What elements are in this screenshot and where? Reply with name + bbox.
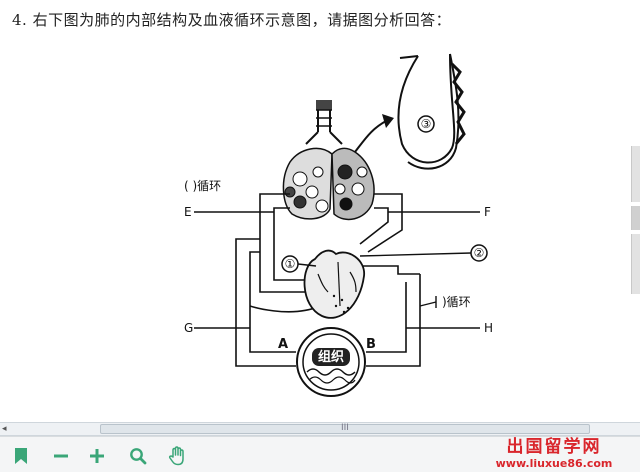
label-E: E [184, 205, 192, 219]
label-H: H [484, 321, 493, 335]
heart [303, 249, 365, 319]
side-panel-handle[interactable] [631, 206, 640, 230]
scrollbar-thumb[interactable]: III [100, 423, 590, 434]
watermark-url: www.liuxue86.com [495, 457, 613, 470]
side-panel-tab[interactable] [631, 146, 640, 202]
tissue-capillaries [296, 327, 366, 397]
site-watermark: 出国留学网 www.liuxue86.com [480, 437, 628, 470]
watermark-title: 出国留学网 [506, 437, 602, 457]
label-B: B [366, 337, 376, 352]
bookmark-button[interactable] [10, 445, 32, 467]
zoom-out-button[interactable] [50, 445, 72, 467]
question-text: 4. 右下图为肺的内部结构及血液循环示意图，请据图分析回答： [12, 11, 452, 29]
label-A: A [278, 337, 288, 352]
scroll-left-icon[interactable]: ◂ [2, 424, 7, 434]
label-G: G [184, 321, 193, 335]
label-circ-right: )循环 [442, 295, 471, 309]
bookmark-icon [15, 448, 27, 464]
scrollbar-grip-icon: III [341, 423, 349, 433]
search-button[interactable] [127, 445, 149, 467]
lung-circulation-diagram: ③ [150, 44, 530, 404]
label-tissue: 组织 [318, 349, 344, 365]
zoom-in-button[interactable] [86, 445, 108, 467]
search-icon [130, 448, 147, 465]
hand-tool-button[interactable] [166, 445, 188, 467]
viewer-toolbar [0, 436, 640, 472]
side-panel-tab-lower[interactable] [631, 234, 640, 294]
hand-icon [168, 446, 184, 466]
label-3: ③ [421, 117, 432, 131]
horizontal-scrollbar[interactable]: ◂ III [0, 422, 640, 436]
label-F: F [484, 205, 491, 219]
label-1: ① [285, 257, 296, 271]
lung-lobes [282, 147, 375, 221]
label-circ-left: ( )循环 [184, 179, 221, 193]
zoom-out-icon [54, 454, 68, 458]
label-2: ② [474, 246, 485, 260]
alveolus-closeup [397, 53, 466, 170]
zoom-in-icon [90, 449, 104, 463]
